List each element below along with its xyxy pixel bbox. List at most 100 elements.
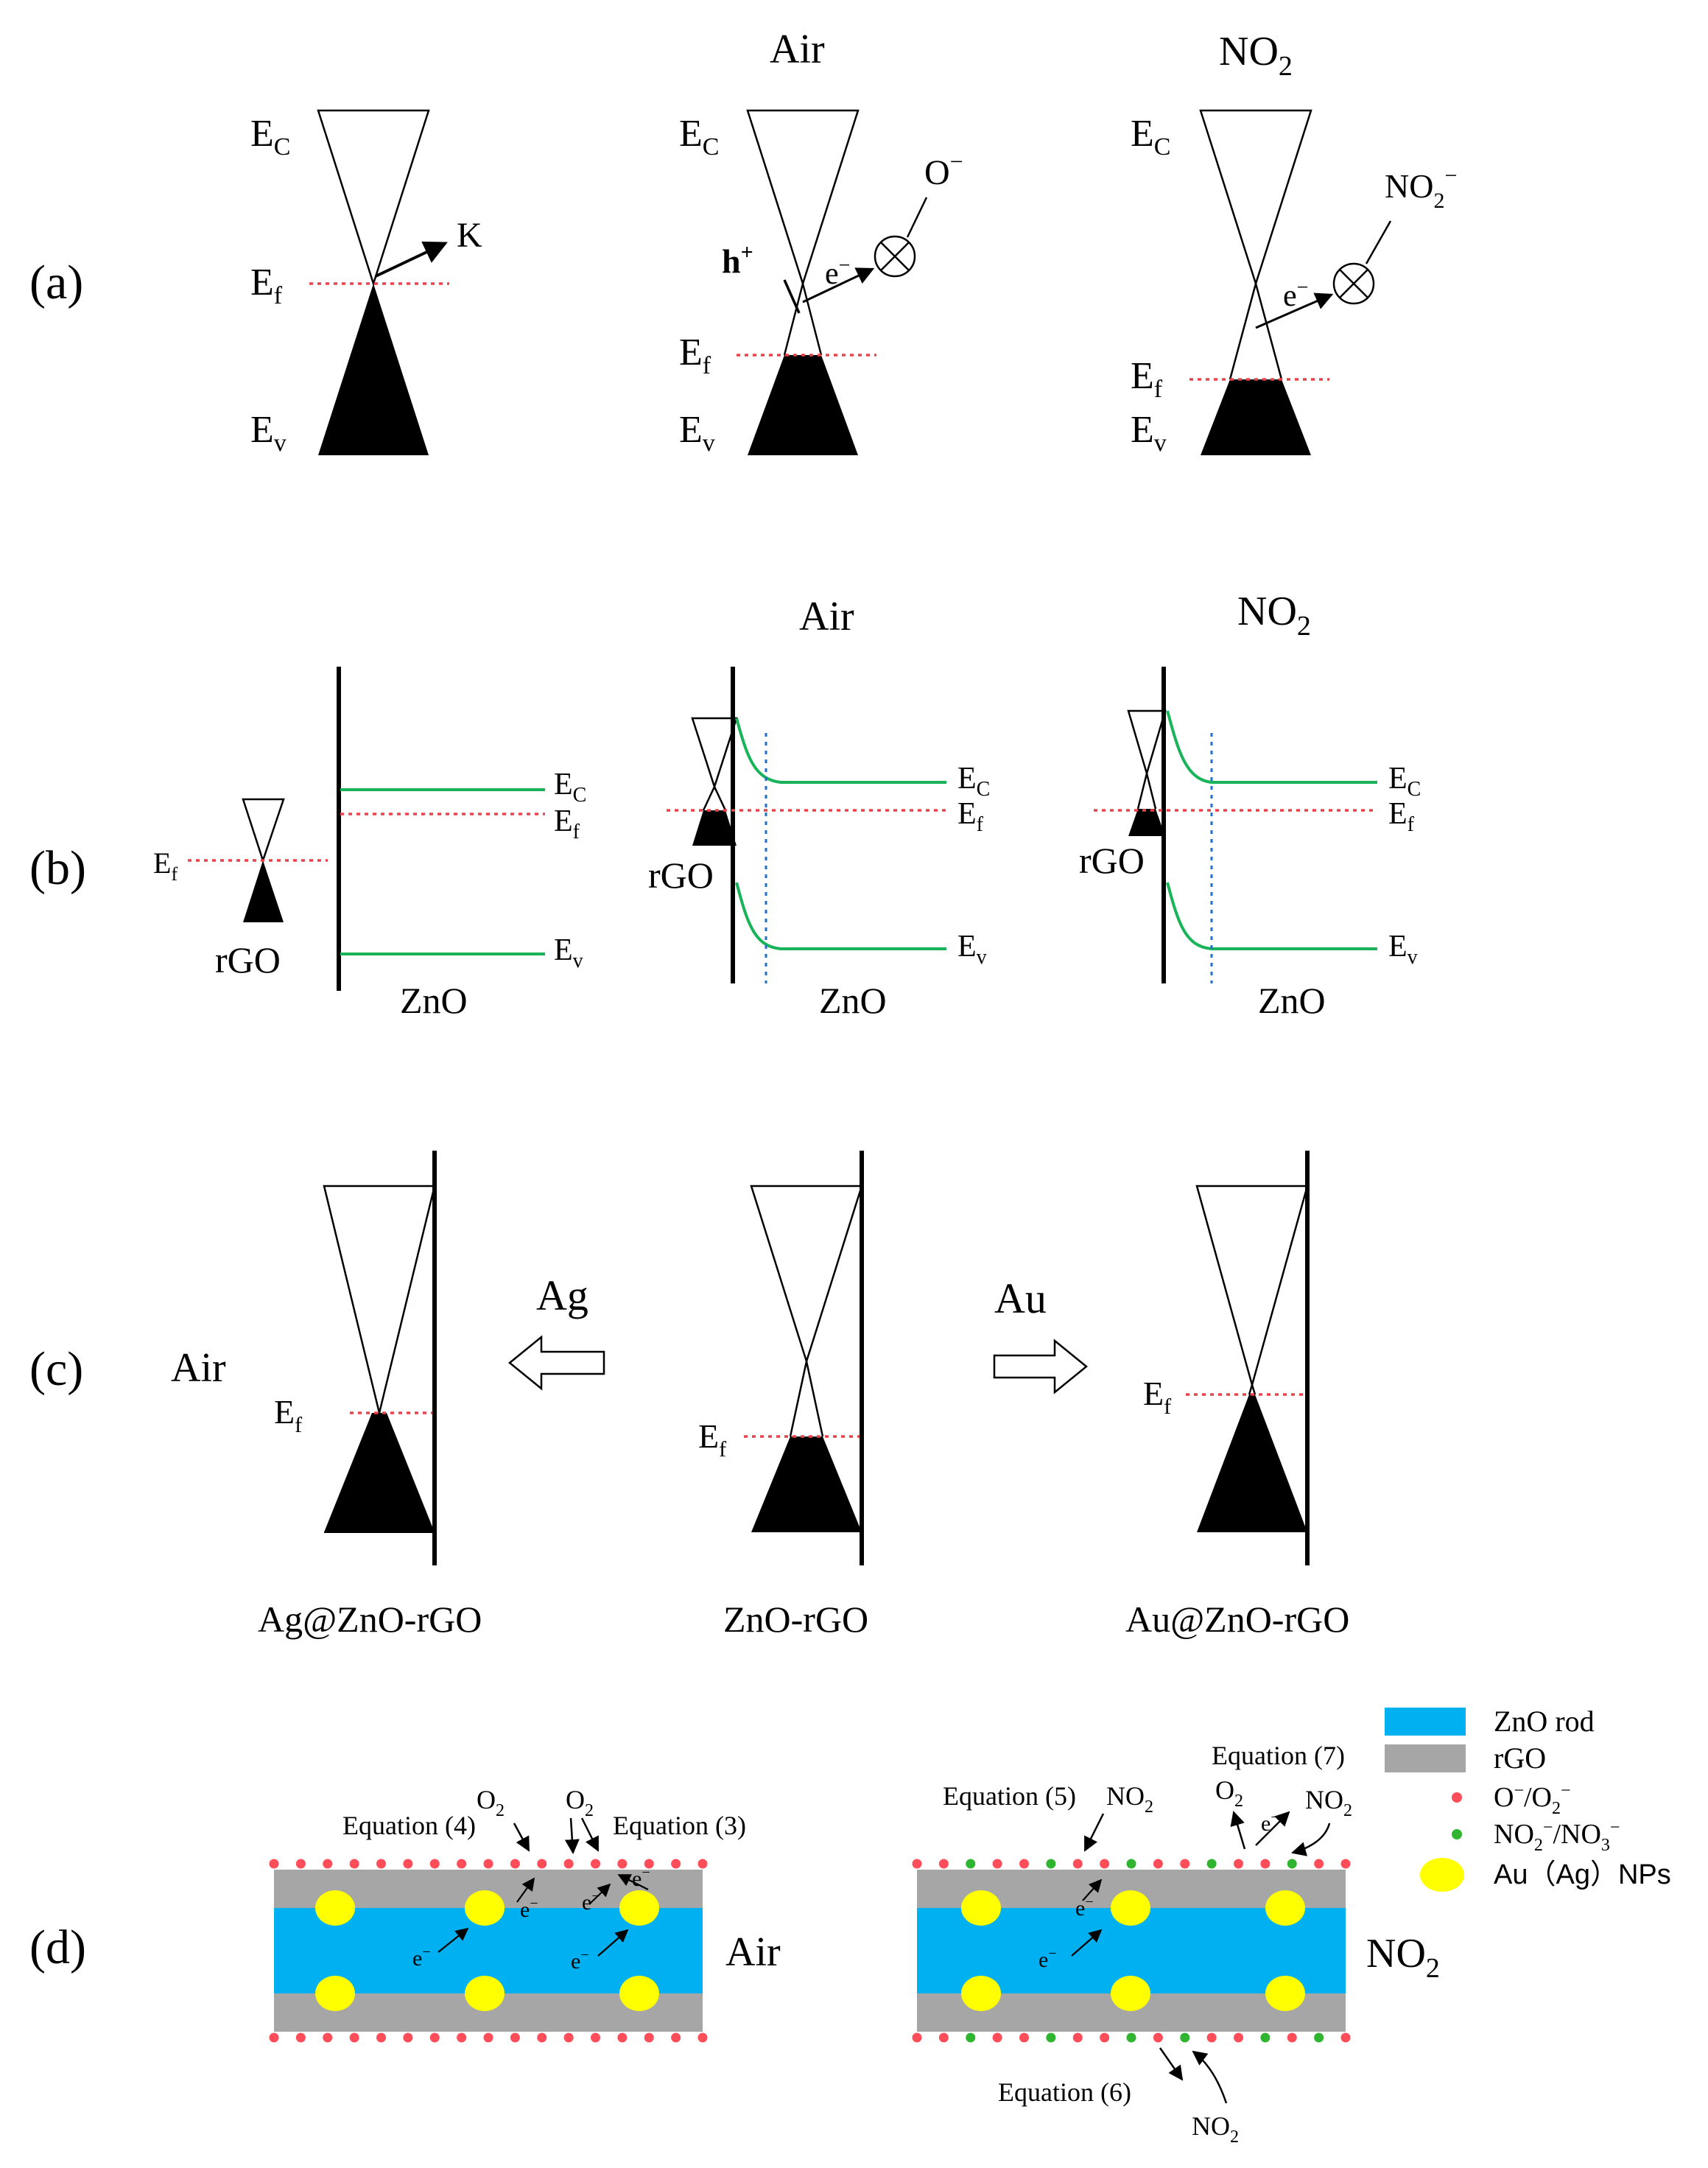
electron-label: e−: [1075, 1894, 1094, 1920]
zno-label: ZnO: [400, 980, 468, 1021]
adsorbate-acceptor-icon: [874, 235, 916, 278]
electron-label: e−: [1283, 276, 1308, 313]
panel-c: Air Ef Ag@ZnO-rGO Ag Ef ZnO-rGO: [171, 1151, 1349, 1640]
ev-label: Ev: [1388, 930, 1418, 969]
nanoparticle: [315, 1890, 355, 1926]
oxygen-ion-dot: [1340, 1859, 1351, 1869]
electron-arrow: [597, 1929, 629, 1957]
ef-label: Ef: [698, 1417, 726, 1462]
rod-air: Equation (4) Equation (3) O2 O2 e− e− e−…: [269, 1785, 781, 2043]
oxygen-ion-dot: [617, 2032, 628, 2043]
ec-label: EC: [679, 113, 719, 161]
ef-label: Ef: [1388, 797, 1415, 836]
oxygen-ion-dot: [269, 1859, 279, 1869]
panel-a: K EC Ef Ev Air h+ e− O− EC Ef: [250, 27, 1457, 457]
oxygen-ion-dot: [1206, 2032, 1217, 2043]
ef-label: Ef: [1131, 355, 1163, 403]
nanoparticle: [961, 1976, 1001, 2011]
oxygen-ion-dot: [457, 2032, 467, 2043]
oxygen-ion-dot: [510, 2032, 520, 2043]
oxygen-ion-dot: [1287, 2032, 1297, 2043]
no2-ion-dot: [966, 1859, 976, 1869]
o-minus-label: O−: [924, 148, 963, 192]
oxygen-ion-dot: [1072, 2032, 1083, 2043]
oxygen-ion-dot: [403, 1859, 413, 1869]
electron-arrow: [516, 1877, 535, 1903]
surface-ions-bottom: [912, 2032, 1351, 2043]
electron-arrow: [617, 1874, 649, 1890]
ev-label: Ev: [250, 409, 287, 457]
ec-label: EC: [1131, 113, 1170, 161]
oxygen-ion-dot: [1019, 2032, 1029, 2043]
ef-label: Ef: [250, 262, 283, 309]
no2-title: NO2: [1237, 589, 1311, 642]
surface-ions-top: [269, 1859, 708, 1869]
oxygen-ion-dot: [1100, 2032, 1110, 2043]
desorption-arrow: [1230, 1811, 1246, 1850]
oxygen-ion-dot: [617, 1859, 628, 1869]
oxygen-ion-dot: [295, 2032, 306, 2043]
oxygen-ion-dot: [591, 2032, 600, 2043]
ef-label: Ef: [153, 846, 178, 885]
no2-ion-dot: [1287, 1859, 1297, 1869]
no2-label-eq6: NO2: [1192, 2111, 1239, 2147]
air-title: Air: [770, 27, 825, 72]
ec-label: EC: [554, 768, 586, 807]
nanoparticle: [465, 1890, 505, 1926]
nanoparticle: [619, 1890, 659, 1926]
oxygen-ion-dot: [483, 1859, 493, 1869]
oxygen-ion-dot: [644, 2032, 654, 2043]
surface-ions-bottom: [269, 2032, 708, 2043]
adsorbate-acceptor-icon: [1332, 262, 1375, 305]
oxygen-ion-dot: [644, 1859, 654, 1869]
dirac-cone-air: Air h+ e− O− EC Ef Ev: [679, 27, 963, 457]
rgo-label: rGO: [1079, 840, 1145, 881]
no2-ion-dot: [1046, 2032, 1056, 2043]
arrow-label-ag: Ag: [536, 1271, 588, 1319]
arrow-label-au: Au: [994, 1274, 1047, 1322]
hollow-left-arrow-icon: [508, 1335, 605, 1391]
band-alignment-no2: NO2 EC Ef Ev rGO ZnO: [1079, 589, 1421, 1021]
legend-zno: ZnO rod: [1494, 1705, 1595, 1738]
oxygen-ion-dot: [403, 2032, 413, 2043]
oxygen-ion-dot: [1153, 1859, 1163, 1869]
oxygen-ion-dot: [563, 1859, 574, 1869]
arrow-left-ag: Ag: [508, 1271, 605, 1391]
ef-label: Ef: [1143, 1375, 1171, 1419]
o2-label-eq7: O2: [1215, 1775, 1243, 1811]
hollow-right-arrow-icon: [993, 1339, 1088, 1395]
oxygen-ion-dot: [992, 2032, 1002, 2043]
electron-arrow: [1071, 1929, 1103, 1957]
rgo-label: rGO: [215, 939, 281, 980]
electron-label: e−: [1038, 1946, 1057, 1972]
hole-marker: [783, 279, 801, 314]
valence-band-bending: [735, 882, 946, 950]
oxygen-ion-dot: [1072, 1859, 1083, 1869]
k-arrow: [375, 241, 448, 278]
oxygen-ion-dot: [912, 1859, 922, 1869]
oxygen-ion-dot: [697, 1859, 708, 1869]
panel-label-c: (c): [29, 1342, 83, 1396]
adsorption-arrow: [564, 1817, 580, 1854]
o2-label-right: O2: [566, 1785, 594, 1820]
oxygen-ion-dot: [1314, 1859, 1324, 1869]
oxygen-ion-dot: [697, 2032, 708, 2043]
no2-ion-dot: [1314, 2032, 1324, 2043]
legend-swatch-rgo: [1385, 1744, 1466, 1772]
electron-transfer-arrow: [1255, 292, 1334, 329]
desorption-arrow: [1159, 2047, 1184, 2081]
oxygen-ion-dot: [938, 2032, 949, 2043]
no2-ion-dot: [1206, 1859, 1217, 1869]
dirac-cone-neutral: K EC Ef Ev: [250, 109, 482, 457]
oxygen-ion-dot: [483, 2032, 493, 2043]
no2-minus-label: NO2−: [1385, 164, 1457, 213]
oxygen-ion-dot: [1260, 1859, 1271, 1869]
electron-arrow: [437, 1927, 469, 1953]
oxygen-ion-dot: [1153, 2032, 1163, 2043]
oxygen-ion-dot: [349, 2032, 359, 2043]
arrow-right-au: Au: [993, 1274, 1088, 1395]
oxygen-ion-dot: [457, 1859, 467, 1869]
reaction-arrow: [1291, 1823, 1331, 1856]
panel-d: ZnO rod rGO O−/O2− NO2−/NO3− Au（Ag）NPs E…: [269, 1705, 1671, 2147]
oxygen-ion-dot: [992, 1859, 1002, 1869]
